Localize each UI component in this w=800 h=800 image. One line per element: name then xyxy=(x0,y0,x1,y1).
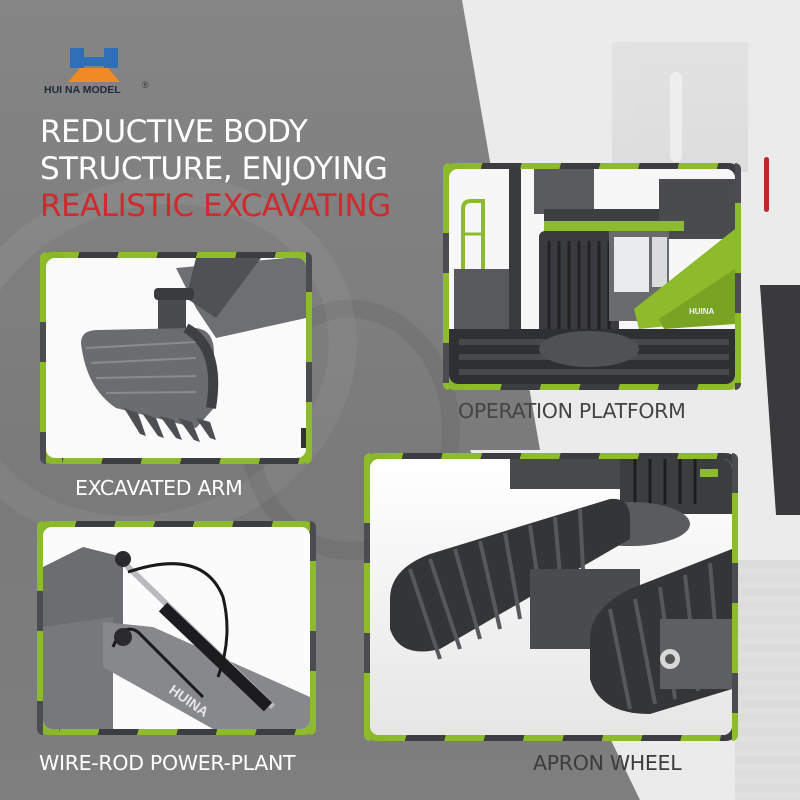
background-ghost-tracks xyxy=(735,560,800,800)
caption-operation-platform: OPERATION PLATFORM xyxy=(458,399,686,423)
cab-brand-badge: HUINA xyxy=(689,307,715,316)
excavator-cab-image: HUINA xyxy=(449,169,735,384)
panel-operation-platform: HUINA xyxy=(443,163,741,390)
huina-logo-icon xyxy=(68,48,120,82)
brand-logo: ® xyxy=(62,44,149,99)
tracks-illustration-icon xyxy=(370,459,732,735)
caption-apron-wheel: APRON WHEEL xyxy=(533,751,682,775)
hydraulic-arm-image: HUINA xyxy=(43,527,310,729)
panel-apron-wheel xyxy=(364,453,738,741)
excavator-bucket-image xyxy=(46,258,306,458)
brand-name: HUI NA MODEL xyxy=(44,84,121,96)
arm-illustration-icon: HUINA xyxy=(43,527,310,729)
caption-excavated-arm: EXCAVATED ARM xyxy=(75,476,243,500)
panel-wire-rod-power-plant: HUINA xyxy=(37,521,316,735)
crawler-tracks-image xyxy=(370,459,732,735)
headline-line-3: REALISTIC EXCAVATING xyxy=(40,188,391,224)
accent-bar xyxy=(764,157,769,212)
bucket-illustration-icon xyxy=(81,258,306,448)
panel-excavated-arm xyxy=(40,252,312,464)
headline-line-1: REDUCTIVE BODY xyxy=(40,114,308,150)
headline-line-2: STRUCTURE, ENJOYING xyxy=(40,151,388,187)
background-ghost-excavator xyxy=(612,42,748,172)
headline: REDUCTIVE BODY STRUCTURE, ENJOYING REALI… xyxy=(40,114,391,225)
cab-illustration-icon: HUINA xyxy=(449,169,735,384)
caption-wire-rod-power-plant: WIRE-ROD POWER-PLANT xyxy=(39,751,296,775)
registered-mark: ® xyxy=(142,80,149,90)
